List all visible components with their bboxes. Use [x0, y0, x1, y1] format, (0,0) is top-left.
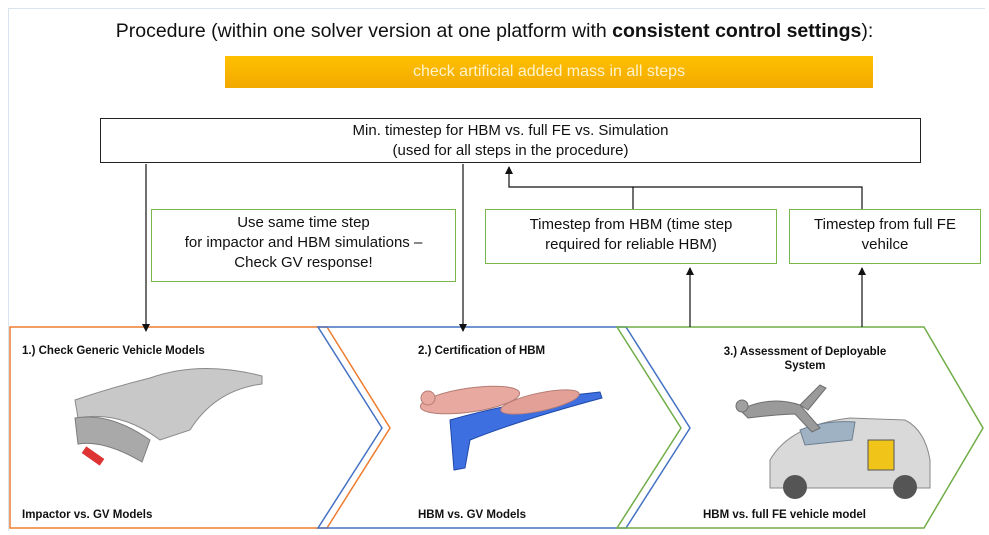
arrow-to-min-timestep — [505, 166, 633, 188]
step1-chevron — [9, 326, 391, 529]
step3-title: 3.) Assessment of Deployable System — [700, 345, 910, 373]
hbm-on-vehicle-image — [419, 385, 603, 471]
min-timestep-box: Min. timestep for HBM vs. full FE vs. Si… — [100, 118, 921, 163]
step3-caption: HBM vs. full FE vehicle model — [703, 509, 866, 521]
timestep-hbm-line1: Timestep from HBM (time step — [529, 216, 733, 233]
step3-title-line1: 3.) Assessment of Deployable — [723, 346, 887, 358]
arrows-merge-to-min-timestep — [632, 186, 863, 209]
timestep-hbm-box: Timestep from HBM (time step required fo… — [485, 209, 777, 264]
same-timestep-note: Use same time step for impactor and HBM … — [151, 209, 456, 282]
slide-frame — [8, 8, 985, 531]
note-line2: for impactor and HBM simulations – — [184, 234, 423, 251]
min-timestep-line1: Min. timestep for HBM vs. full FE vs. Si… — [352, 122, 669, 139]
timestep-fe-box: Timestep from full FE vehilce — [789, 209, 981, 264]
procedure-title: Procedure (within one solver version at … — [115, 20, 874, 42]
timestep-fe-line1: Timestep from full FE — [814, 216, 956, 233]
step3-title-line2: System — [784, 360, 826, 372]
step1-title: 1.) Check Generic Vehicle Models — [22, 345, 205, 357]
procedure-title-bold: consistent control settings — [612, 20, 862, 42]
timestep-fe-line2: vehilce — [861, 236, 909, 253]
min-timestep-line2: (used for all steps in the procedure) — [392, 142, 629, 159]
step2-title: 2.) Certification of HBM — [418, 345, 546, 357]
step2-caption: HBM vs. GV Models — [418, 509, 526, 521]
timestep-hbm-line2: required for reliable HBM) — [545, 236, 717, 253]
generic-vehicle-model-image — [74, 367, 263, 466]
pedestrian-vehicle-image — [735, 384, 931, 499]
note-line3: Check GV response! — [234, 254, 373, 271]
added-mass-banner: check artificial added mass in all steps — [225, 56, 873, 88]
step3-chevron — [615, 326, 984, 529]
note-line1: Use same time step — [237, 214, 370, 231]
step1-caption: Impactor vs. GV Models — [22, 509, 153, 521]
